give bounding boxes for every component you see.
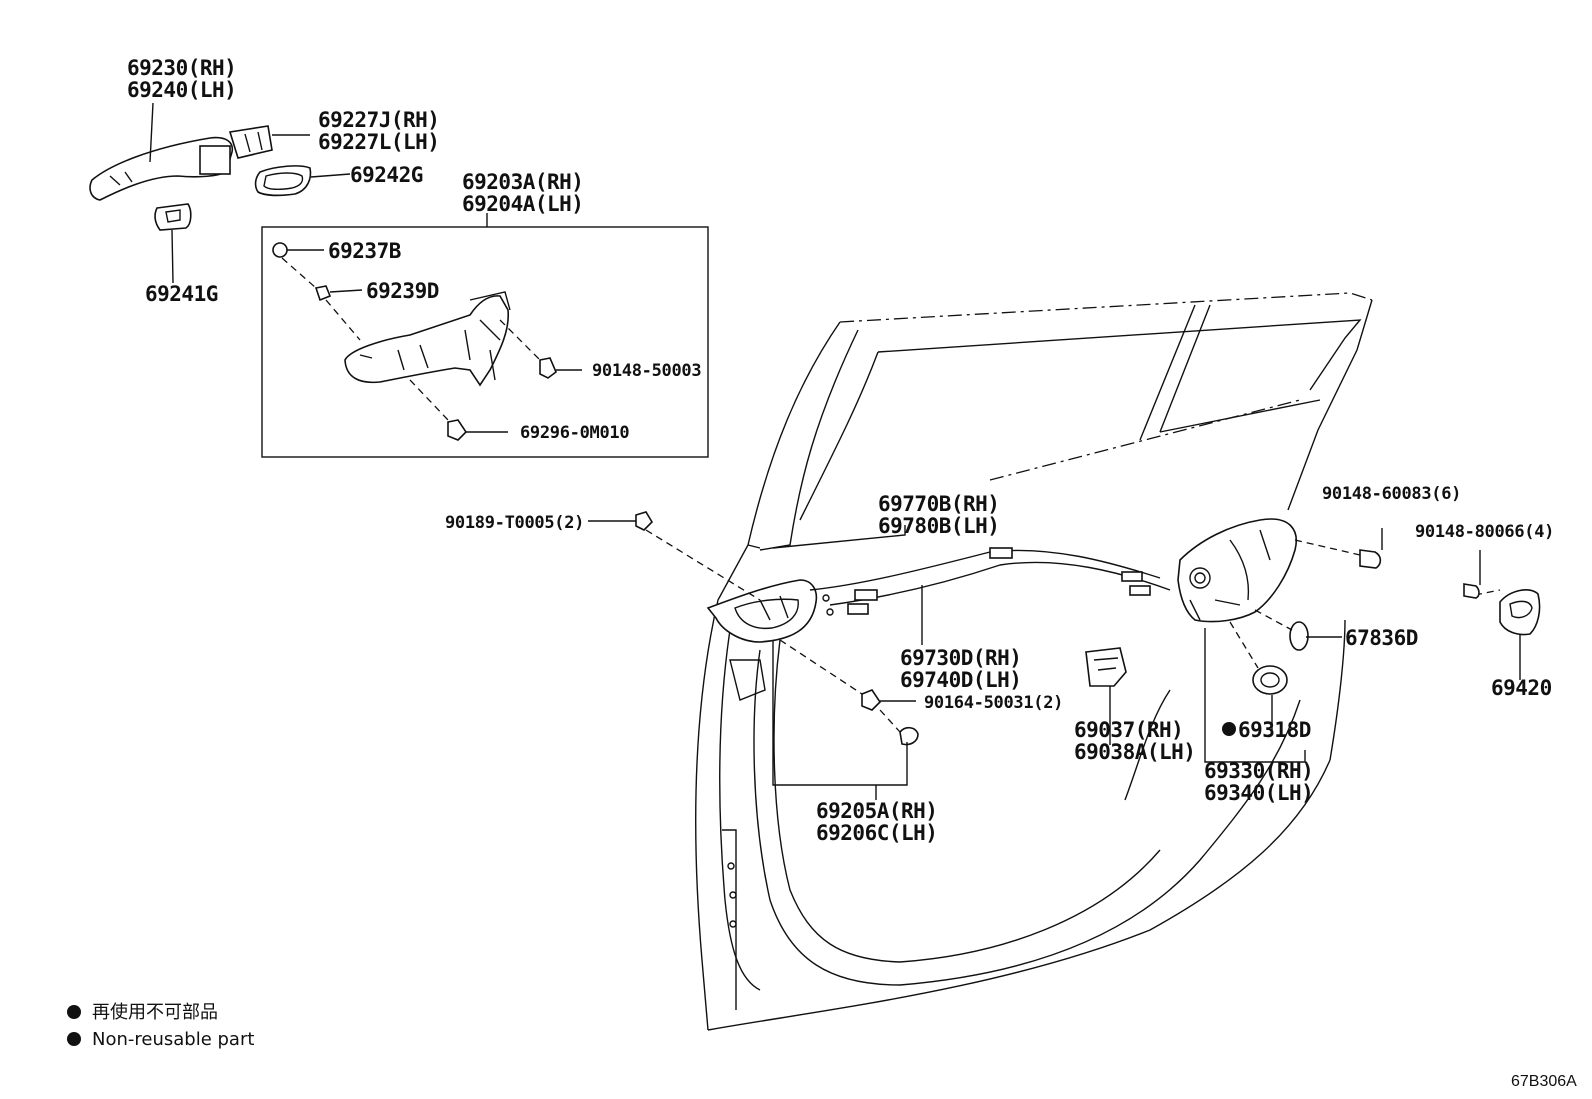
label-69240: 69240(LH) — [127, 78, 236, 102]
label-69730d: 69730D(RH) — [900, 646, 1021, 670]
label-69241g: 69241G — [145, 282, 218, 306]
label-69227l: 69227L(LH) — [318, 130, 439, 154]
label-90164-50031: 90164-50031(2) — [924, 693, 1063, 713]
screw-90148-80066 — [1463, 583, 1480, 599]
label-69230: 69230(RH) — [127, 56, 236, 80]
label-69038a: 69038A(LH) — [1074, 740, 1195, 764]
dash-cap — [879, 709, 901, 733]
seal-69318d — [1252, 665, 1288, 695]
screw-90164 — [861, 689, 882, 711]
label-69296-0m010: 69296-0M010 — [520, 423, 629, 443]
legend-bullet-2 — [67, 1032, 81, 1046]
label-90148-50003: 90148-50003 — [592, 361, 701, 381]
cap-inside-handle — [899, 726, 919, 746]
diagram-code: 67B306A — [1511, 1073, 1577, 1090]
label-69242g: 69242G — [350, 163, 423, 187]
door-lock-actuator — [1177, 518, 1297, 623]
clip-90189 — [635, 511, 654, 531]
label-69206c: 69206C(LH) — [816, 821, 937, 845]
lock-switch-69037 — [1085, 647, 1127, 687]
cables — [809, 547, 1171, 616]
outside-handle — [89, 136, 234, 201]
label-90148-80066: 90148-80066(4) — [1415, 522, 1554, 542]
label-69203a: 69203A(RH) — [462, 170, 583, 194]
handle-gasket-front — [254, 165, 312, 197]
legend-english: Non-reusable part — [92, 1029, 254, 1050]
label-69740d: 69740D(LH) — [900, 668, 1021, 692]
dash-90148-60083 — [1294, 539, 1361, 556]
label-69239d: 69239D — [366, 279, 439, 303]
door-striker-69420 — [1499, 589, 1541, 636]
dash-90189 — [645, 529, 761, 601]
leader-69205a — [772, 640, 908, 786]
label-90148-60083: 90148-60083(6) — [1322, 484, 1461, 504]
dash-90164 — [779, 639, 863, 695]
dash-69318d — [1229, 621, 1259, 669]
label-69780b: 69780B(LH) — [878, 514, 999, 538]
label-69770b: 69770B(RH) — [878, 492, 999, 516]
frame-assembly-box — [261, 226, 709, 458]
door-outline — [694, 292, 1373, 1031]
dash-67836d — [1254, 609, 1293, 631]
leader-69770b — [772, 525, 906, 549]
leader-69330 — [1204, 628, 1306, 763]
leader-69241g — [171, 229, 174, 284]
screw-90148-60083 — [1359, 549, 1382, 569]
label-69237b: 69237B — [328, 239, 401, 263]
leader-69230 — [149, 102, 154, 163]
label-69318d: 69318D — [1238, 718, 1311, 742]
legend-japanese: 再使用不可部品 — [92, 1002, 218, 1023]
label-69420: 69420 — [1491, 676, 1552, 700]
label-69330: 69330(RH) — [1204, 759, 1313, 783]
label-69227j: 69227J(RH) — [318, 108, 439, 132]
label-69205a: 69205A(RH) — [816, 799, 937, 823]
label-67836d: 67836D — [1345, 626, 1418, 650]
frame-parts — [272, 242, 582, 441]
label-90189-t0005: 90189-T0005(2) — [445, 513, 584, 533]
seal-69318d-inner — [1260, 672, 1280, 688]
grommet-67836d — [1289, 621, 1309, 651]
non-reusable-marker-69318d — [1222, 722, 1236, 736]
inside-handle — [706, 579, 818, 643]
legend-bullet-1 — [67, 1005, 81, 1019]
label-69204a: 69204A(LH) — [462, 192, 583, 216]
leader-69242g — [310, 173, 351, 178]
handle-gasket-rear — [154, 203, 192, 231]
label-69037: 69037(RH) — [1074, 718, 1183, 742]
handle-cap — [228, 125, 273, 159]
label-69340: 69340(LH) — [1204, 781, 1313, 805]
